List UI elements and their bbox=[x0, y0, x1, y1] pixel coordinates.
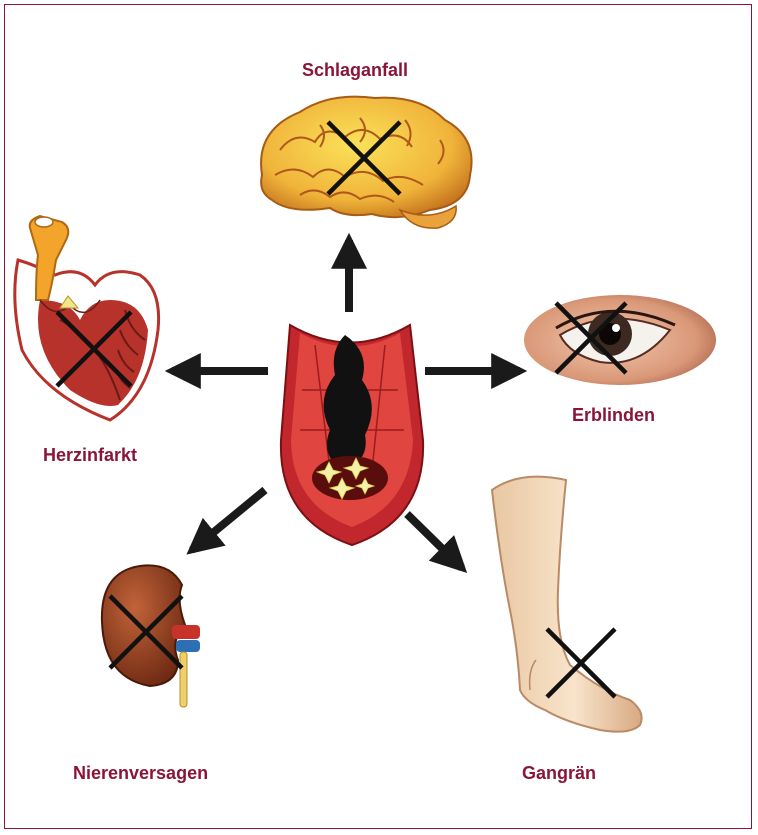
arrow-to-kidney bbox=[192, 490, 265, 550]
eye-icon bbox=[524, 295, 716, 385]
label-gangrene: Gangrän bbox=[522, 763, 596, 784]
artery-cross-section-icon bbox=[281, 325, 423, 545]
arrow-to-leg bbox=[407, 514, 462, 568]
kidney-icon bbox=[102, 565, 200, 707]
label-blindness: Erblinden bbox=[572, 405, 655, 426]
label-kidney-failure: Nierenversagen bbox=[73, 763, 208, 784]
leg-foot-icon bbox=[492, 477, 642, 732]
label-heart-attack: Herzinfarkt bbox=[43, 445, 137, 466]
label-stroke: Schlaganfall bbox=[302, 60, 408, 81]
heart-icon bbox=[15, 216, 159, 420]
brain-icon bbox=[261, 97, 472, 229]
